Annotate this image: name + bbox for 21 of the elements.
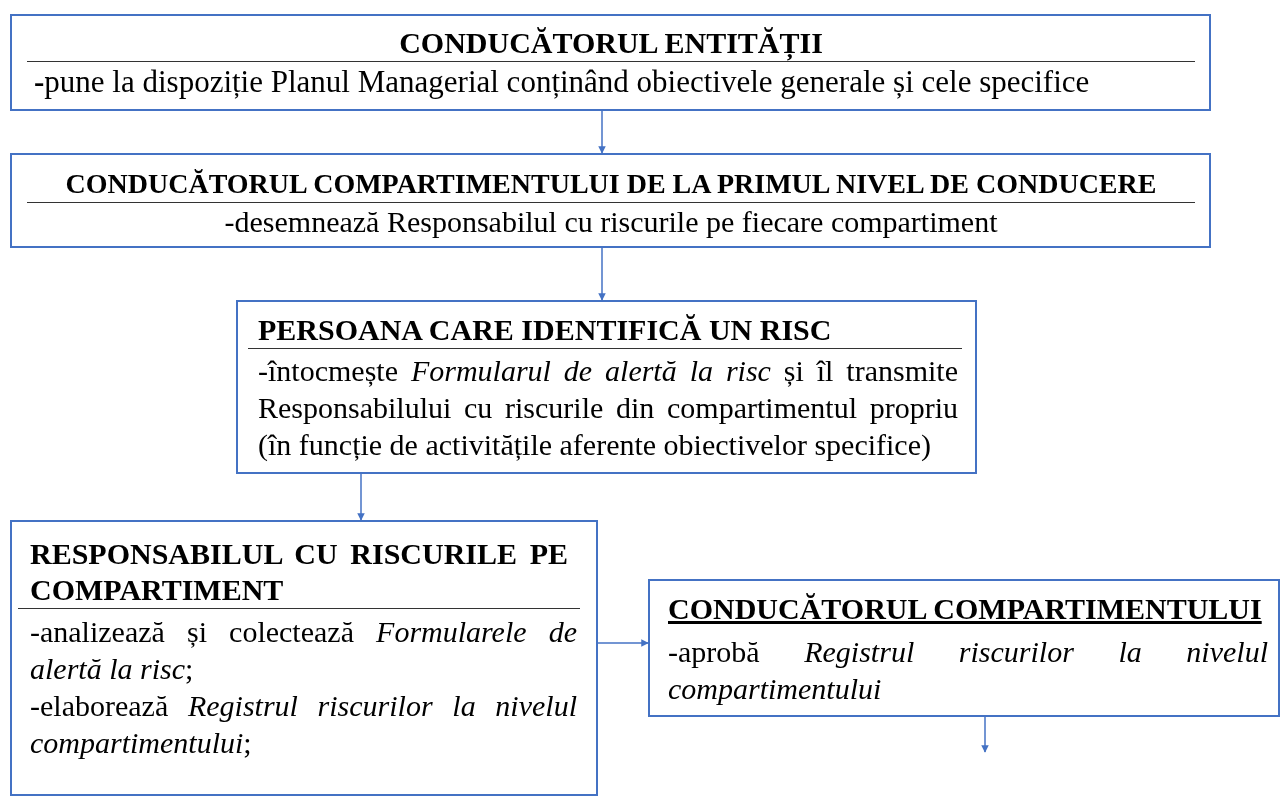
arrow — [598, 247, 606, 301]
box-heading: CONDUCĂTORUL COMPARTIMENTULUI — [668, 591, 1263, 627]
process-box — [10, 520, 598, 796]
arrow — [981, 716, 989, 753]
box-description: -analizează și colectează Formularele de alertă la risc; — [30, 614, 577, 687]
box-heading: CONDUCĂTORUL COMPARTIMENTULUI DE LA PRIMUL NIVEL DE CONDUCERE — [27, 165, 1195, 203]
arrow — [598, 110, 606, 154]
process-box — [236, 300, 977, 474]
box-description: -desemnează Responsabilul cu riscurile pe fiecare compartiment — [223, 204, 999, 240]
box-heading: CONDUCĂTORUL ENTITĂȚII — [27, 24, 1195, 62]
process-box — [10, 14, 1211, 111]
box-heading: PERSOANA CARE IDENTIFICĂ UN RISC — [248, 311, 962, 349]
box-description: -aprobă Registrul riscurilor la nivelul compartimentului — [668, 634, 1268, 707]
process-box — [648, 579, 1280, 717]
arrow — [357, 473, 365, 521]
box-description: -pune la dispoziție Planul Managerial conținând obiectivele generale și cele specifice — [34, 63, 1091, 100]
box-heading: RESPONSABILUL CU RISCURILE PE COMPARTIMENT — [18, 536, 580, 609]
process-box — [10, 153, 1211, 248]
arrow — [597, 639, 649, 647]
box-description: -elaborează Registrul riscurilor la nivelul compartimentului; — [30, 688, 577, 761]
box-description: -întocmește Formularul de alertă la risc și îl transmite Responsabilului cu riscurile din compartimentul propriu (în funcție de activitățile aferente obiectivelor specifice) — [258, 353, 958, 463]
